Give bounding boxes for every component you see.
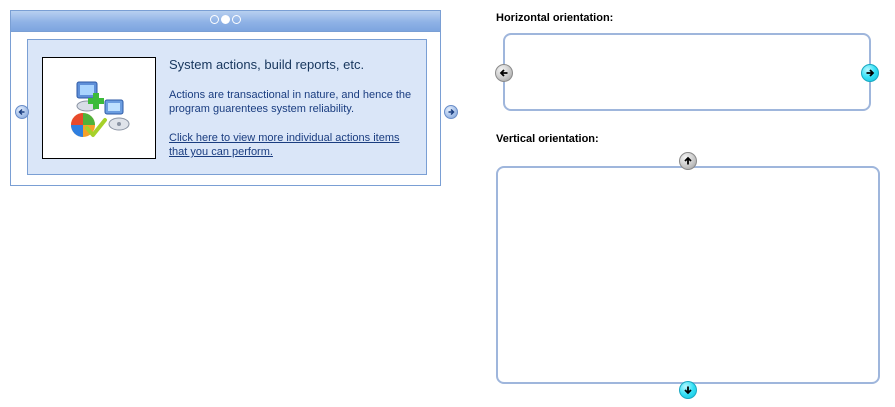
vertical-orientation-label: Vertical orientation:: [496, 133, 599, 145]
arrow-left-icon: [18, 108, 25, 116]
pager-dot-2[interactable]: [221, 15, 230, 24]
vertical-rotator-box: [496, 166, 880, 384]
slide-description: Actions are transactional in nature, and…: [169, 89, 412, 115]
horizontal-orientation-label: Horizontal orientation:: [496, 12, 614, 24]
slide: System actions, build reports, etc. Acti…: [27, 39, 427, 175]
slide-title: System actions, build reports, etc.: [169, 57, 365, 72]
system-actions-icon: [42, 57, 156, 159]
arrow-up-icon: [684, 156, 692, 165]
pager: [11, 15, 440, 24]
rotator-panel: System actions, build reports, etc. Acti…: [10, 10, 458, 186]
arrow-down-icon: [684, 386, 692, 395]
view-actions-link[interactable]: Click here to view more individual actio…: [169, 132, 400, 158]
horizontal-rotator-box: [503, 33, 871, 111]
arrow-right-icon: [866, 69, 875, 77]
horizontal-prev-button[interactable]: [495, 64, 513, 82]
rotator-header: [11, 11, 440, 32]
horizontal-next-button[interactable]: [861, 64, 879, 82]
vertical-next-button[interactable]: [679, 381, 697, 399]
pager-dot-3[interactable]: [232, 15, 241, 24]
rotator-prev-button[interactable]: [15, 105, 29, 119]
pager-dot-1[interactable]: [210, 15, 219, 24]
arrow-right-icon: [448, 108, 455, 116]
rotator-next-button[interactable]: [444, 105, 458, 119]
vertical-prev-button[interactable]: [679, 152, 697, 170]
arrow-left-icon: [499, 69, 508, 77]
